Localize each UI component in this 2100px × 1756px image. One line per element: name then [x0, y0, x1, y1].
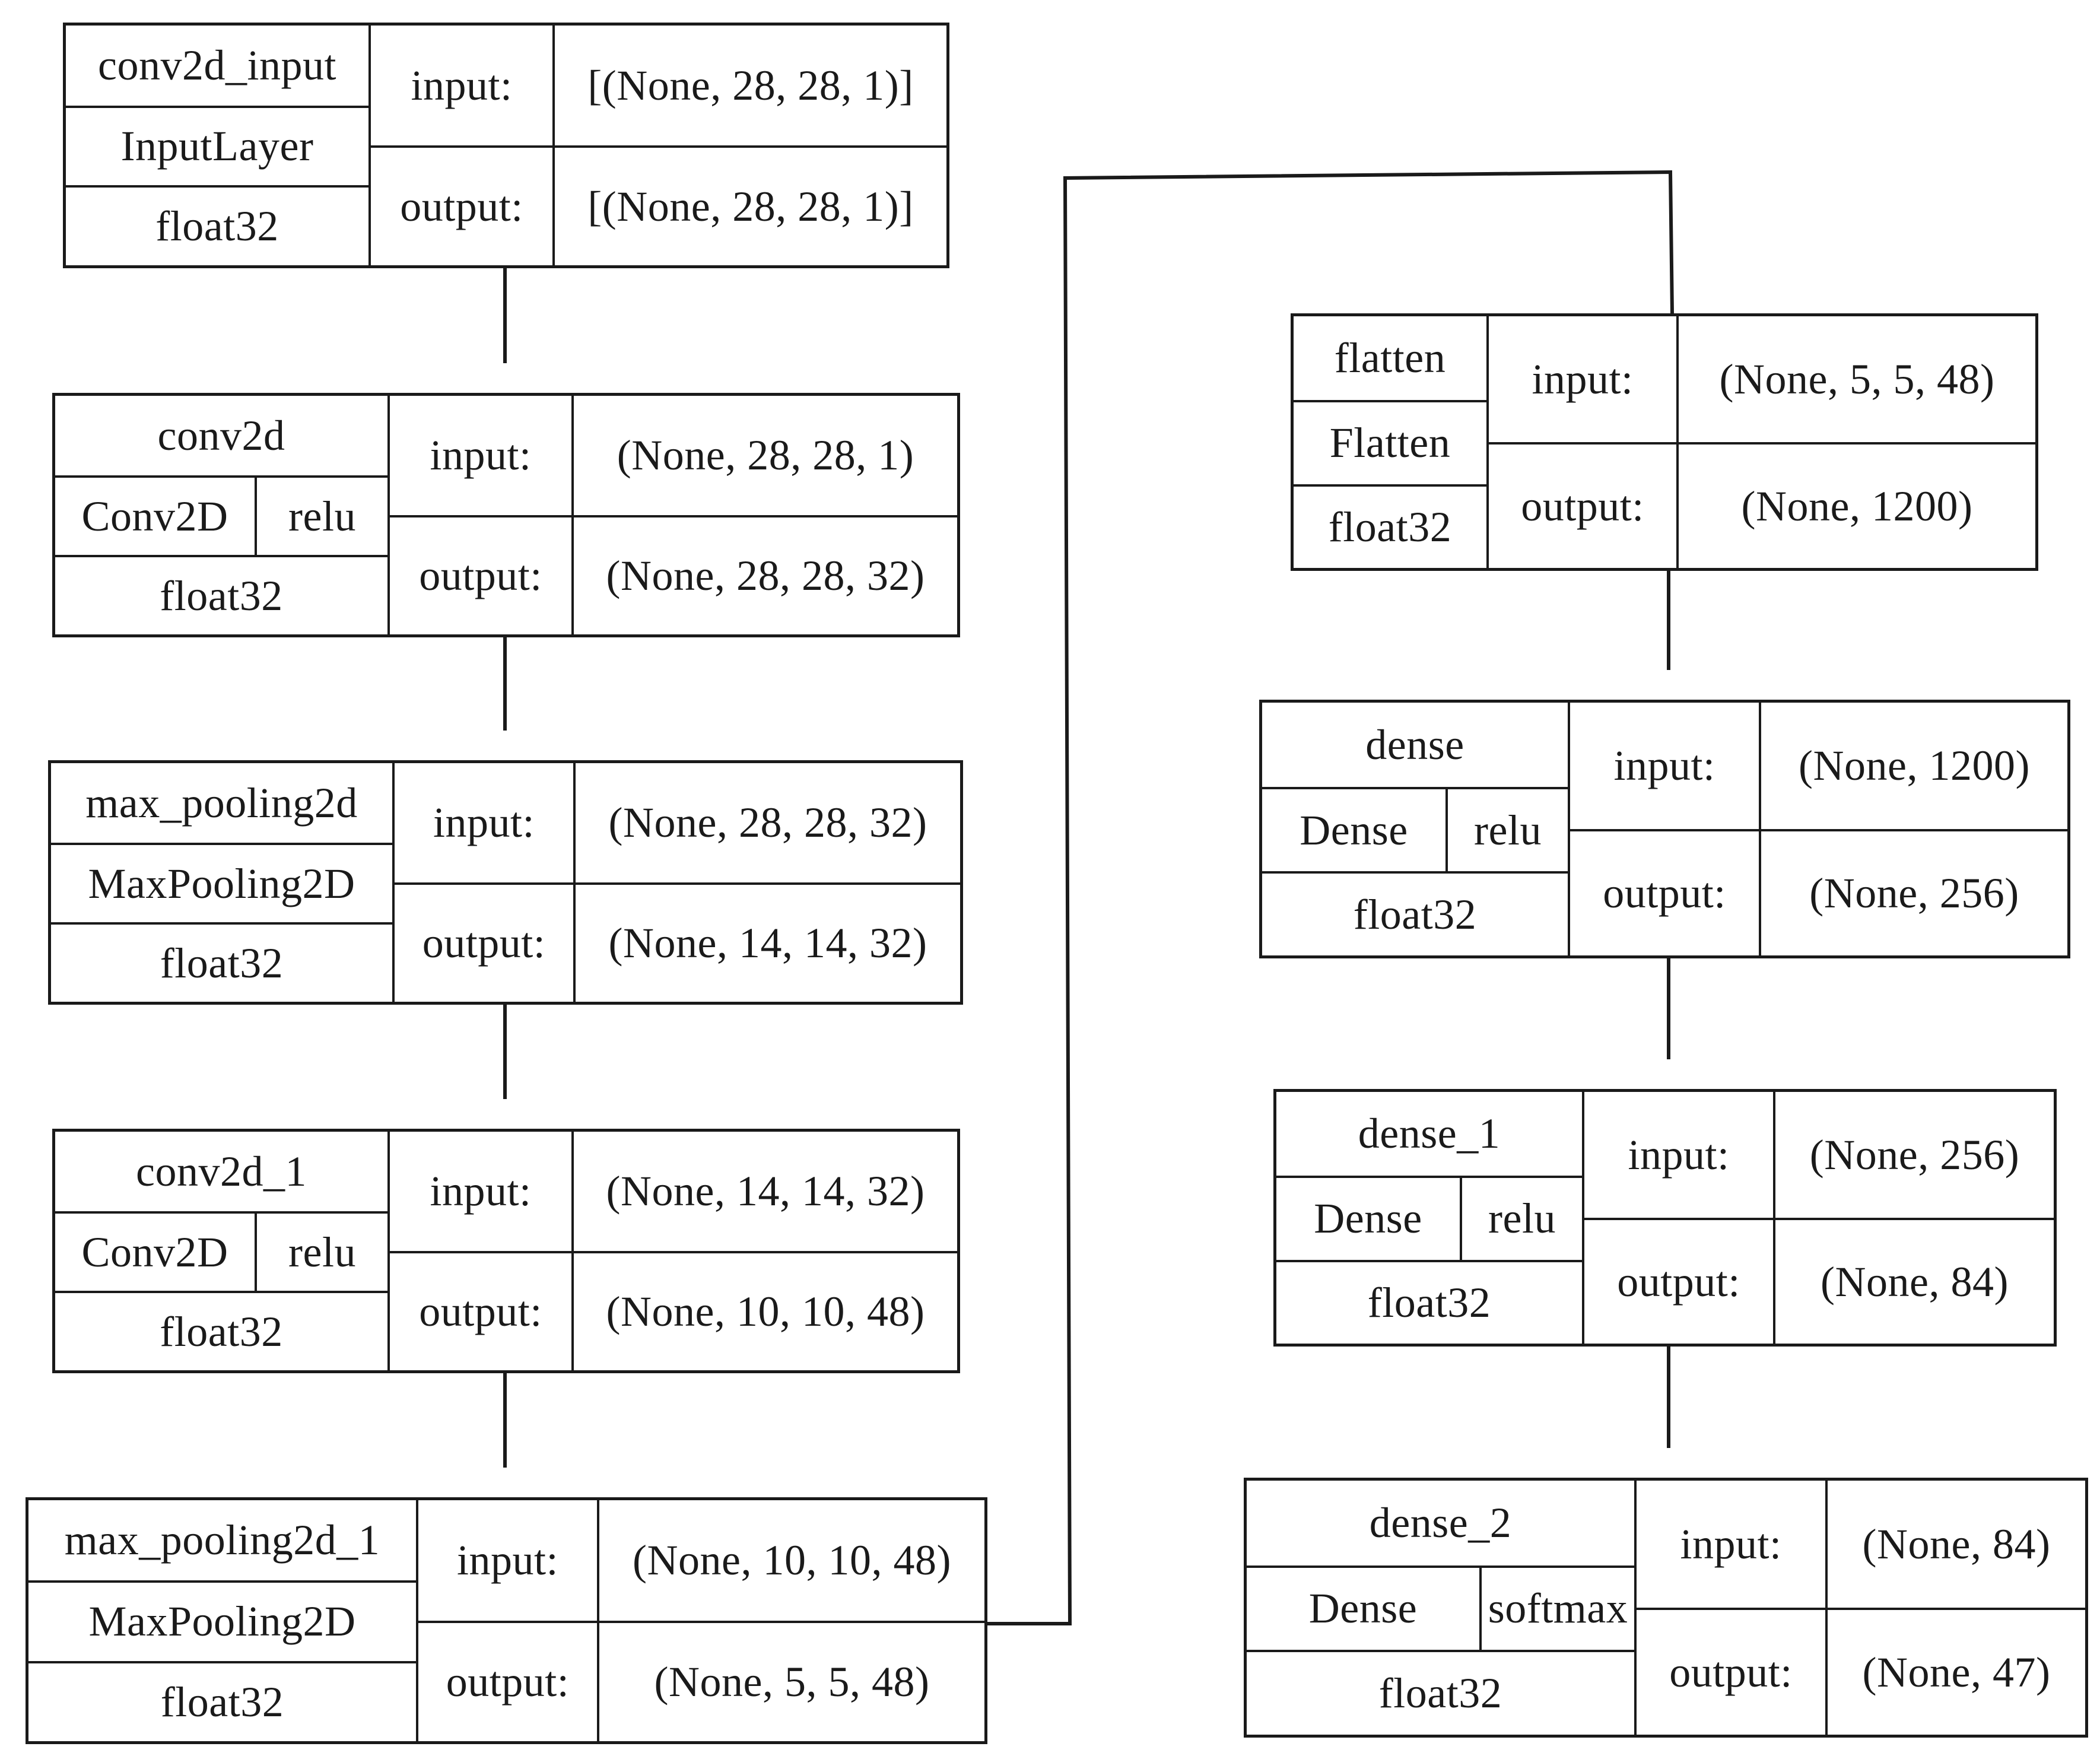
input-shape: (None, 5, 5, 48) [1676, 316, 2035, 442]
output-shape: (None, 256) [1759, 829, 2067, 955]
edge-max_pooling2d_1-to-flatten [987, 170, 1674, 1625]
output-label: output: [1582, 1218, 1773, 1344]
layer-class: Dense [1247, 1565, 1479, 1650]
layer-dtype: float32 [1247, 1650, 1634, 1735]
output-label: output: [387, 515, 571, 634]
layer-activation: relu [1445, 787, 1568, 871]
input-shape: (None, 28, 28, 32) [573, 763, 960, 882]
layer-class: InputLayer [66, 105, 368, 186]
output-shape: (None, 84) [1773, 1218, 2054, 1344]
layer-dtype: float32 [1294, 484, 1486, 568]
output-shape: [(None, 28, 28, 1)] [552, 145, 946, 265]
layer-class: Flatten [1294, 400, 1486, 484]
input-shape: (None, 14, 14, 32) [571, 1132, 957, 1251]
input-label: input: [392, 763, 573, 882]
layer-class: MaxPooling2D [51, 843, 392, 922]
input-label: input: [1568, 703, 1759, 829]
input-shape: [(None, 28, 28, 1)] [552, 26, 946, 145]
layer-class: Dense [1262, 787, 1445, 871]
input-label: input: [368, 26, 552, 145]
output-shape: (None, 1200) [1676, 442, 2035, 568]
input-shape: (None, 84) [1825, 1481, 2085, 1608]
input-label: input: [416, 1500, 597, 1621]
layer-activation: relu [255, 475, 387, 555]
layer-class: Conv2D [55, 1211, 255, 1291]
output-shape: (None, 10, 10, 48) [571, 1251, 957, 1370]
input-shape: (None, 28, 28, 1) [571, 396, 957, 515]
input-label: input: [387, 1132, 571, 1251]
layer-name: conv2d_1 [136, 1147, 307, 1195]
layer-dtype: float32 [28, 1660, 416, 1741]
output-label: output: [416, 1621, 597, 1741]
layer-name: max_pooling2d_1 [64, 1516, 380, 1564]
layer-name: flatten [1334, 334, 1446, 382]
output-label: output: [1634, 1608, 1825, 1735]
layer-dtype: float32 [66, 185, 368, 265]
layer-activation: relu [255, 1211, 387, 1291]
layer-activation: softmax [1479, 1565, 1634, 1650]
layer-class: Dense [1276, 1176, 1460, 1259]
layer-dtype: float32 [51, 922, 392, 1002]
layer-name: conv2d [157, 411, 285, 459]
output-label: output: [1486, 442, 1676, 568]
layer-class: MaxPooling2D [28, 1580, 416, 1660]
input-shape: (None, 256) [1773, 1092, 2054, 1218]
layer-dtype: float32 [1262, 871, 1568, 955]
layer-dtype: float32 [1276, 1259, 1582, 1344]
input-shape: (None, 10, 10, 48) [597, 1500, 984, 1621]
output-label: output: [368, 145, 552, 265]
layer-class: Conv2D [55, 475, 255, 555]
input-label: input: [1634, 1481, 1825, 1608]
input-shape: (None, 1200) [1759, 703, 2067, 829]
output-shape: (None, 5, 5, 48) [597, 1621, 984, 1741]
layer-name: dense_2 [1369, 1498, 1512, 1547]
output-label: output: [1568, 829, 1759, 955]
output-label: output: [387, 1251, 571, 1370]
layer-dtype: float32 [55, 1291, 387, 1370]
input-label: input: [387, 396, 571, 515]
layer-name: dense_1 [1358, 1110, 1501, 1158]
output-shape: (None, 14, 14, 32) [573, 882, 960, 1002]
output-shape: (None, 28, 28, 32) [571, 515, 957, 634]
layer-name: conv2d_input [98, 41, 336, 89]
output-shape: (None, 47) [1825, 1608, 2085, 1735]
input-label: input: [1582, 1092, 1773, 1218]
input-label: input: [1486, 316, 1676, 442]
output-label: output: [392, 882, 573, 1002]
layer-name: max_pooling2d [85, 779, 358, 827]
layer-name: dense [1365, 720, 1464, 769]
layer-dtype: float32 [55, 555, 387, 634]
layer-activation: relu [1460, 1176, 1582, 1260]
